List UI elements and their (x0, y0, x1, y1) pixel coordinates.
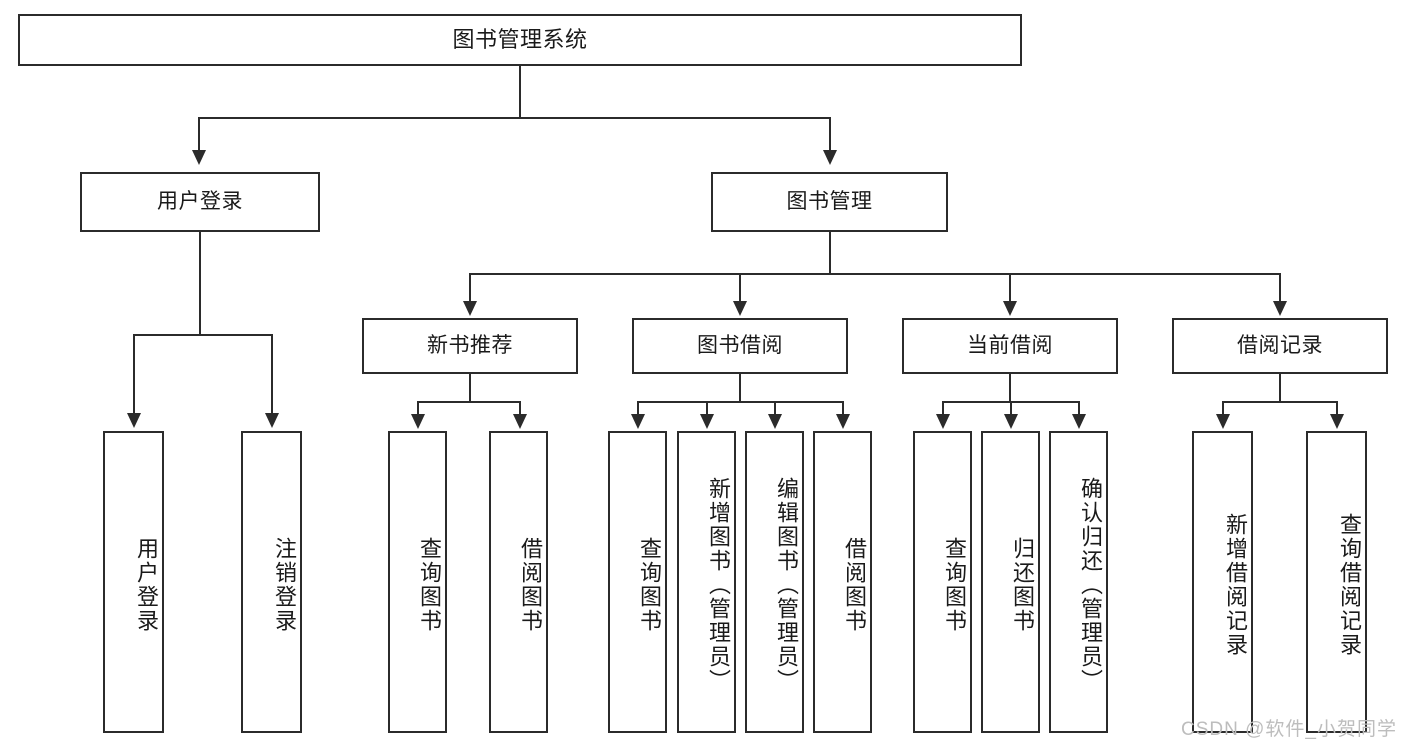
connector-bb-to-leaf-3 (774, 401, 776, 417)
arrowhead-bb-to-leaf-3 (768, 414, 782, 429)
connector-cb-stem (1009, 374, 1011, 402)
arrowhead-cb-to-leaf-1 (936, 414, 950, 429)
connector-bm-to-new-book-recommend (469, 273, 471, 303)
connector-cb-to-leaf-1 (942, 401, 944, 417)
arrowhead-bm-to-new-book-recommend (463, 301, 477, 316)
node-label: 归还图书 (1010, 537, 1035, 633)
node-book-borrow[interactable]: 图书借阅 (632, 318, 848, 374)
arrowhead-bm-to-book-borrow (733, 301, 747, 316)
connector-nbr-to-leaf-2 (519, 401, 521, 417)
connector-root-to-book-management (829, 117, 831, 153)
node-leaf-user-login[interactable]: 用户登录 (103, 431, 164, 733)
connector-cb-to-leaf-2 (1010, 401, 1012, 417)
connector-book-management-bus (469, 273, 1280, 275)
connector-br-to-leaf-1 (1222, 401, 1224, 417)
connector-br-stem (1279, 374, 1281, 402)
node-leaf-query-book-3[interactable]: 查询图书 (913, 431, 972, 733)
arrowhead-bb-to-leaf-4 (836, 414, 850, 429)
node-leaf-borrow-book-2[interactable]: 借阅图书 (813, 431, 872, 733)
node-label: 编辑图书（管理员） (774, 477, 799, 693)
node-borrow-record[interactable]: 借阅记录 (1172, 318, 1388, 374)
node-root-book-management-system[interactable]: 图书管理系统 (18, 14, 1022, 66)
node-leaf-query-book-1[interactable]: 查询图书 (388, 431, 447, 733)
arrowhead-br-to-leaf-2 (1330, 414, 1344, 429)
node-current-borrow[interactable]: 当前借阅 (902, 318, 1118, 374)
node-leaf-add-book[interactable]: 新增图书（管理员） (677, 431, 736, 733)
node-leaf-query-record[interactable]: 查询借阅记录 (1306, 431, 1367, 733)
arrowhead-bb-to-leaf-1 (631, 414, 645, 429)
node-label: 图书管理系统 (452, 26, 588, 52)
connector-bb-to-leaf-2 (706, 401, 708, 417)
node-label: 查询图书 (637, 537, 662, 633)
arrowhead-nbr-to-leaf-1 (411, 414, 425, 429)
arrowhead-user-login-to-leaf-2 (265, 413, 279, 428)
node-label: 借阅图书 (518, 537, 543, 633)
arrowhead-user-login-to-leaf-1 (127, 413, 141, 428)
node-book-management[interactable]: 图书管理 (711, 172, 948, 232)
node-label: 新增图书（管理员） (706, 477, 731, 693)
arrowhead-cb-to-leaf-3 (1072, 414, 1086, 429)
node-new-book-recommend[interactable]: 新书推荐 (362, 318, 578, 374)
connector-cb-to-leaf-3 (1078, 401, 1080, 417)
node-label: 查询图书 (942, 537, 967, 633)
node-label: 图书借阅 (697, 334, 783, 358)
connector-root-bus (198, 117, 831, 119)
arrowhead-nbr-to-leaf-2 (513, 414, 527, 429)
connector-root-to-user-login (198, 117, 200, 153)
connector-root-stem (519, 66, 521, 118)
node-label: 注销登录 (272, 537, 297, 633)
node-label: 新增借阅记录 (1223, 513, 1248, 657)
node-leaf-confirm-return[interactable]: 确认归还（管理员） (1049, 431, 1108, 733)
node-label: 确认归还（管理员） (1078, 477, 1103, 693)
connector-bb-to-leaf-4 (842, 401, 844, 417)
arrowhead-br-to-leaf-1 (1216, 414, 1230, 429)
arrowhead-bb-to-leaf-2 (700, 414, 714, 429)
node-leaf-borrow-book-1[interactable]: 借阅图书 (489, 431, 548, 733)
connector-book-management-stem (829, 232, 831, 274)
node-label: 借阅记录 (1237, 334, 1323, 358)
connector-bm-to-borrow-record (1279, 273, 1281, 303)
connector-bm-to-book-borrow (739, 273, 741, 303)
connector-user-login-bus (133, 334, 272, 336)
node-label: 用户登录 (157, 190, 243, 214)
node-user-login[interactable]: 用户登录 (80, 172, 320, 232)
arrowhead-bm-to-borrow-record (1273, 301, 1287, 316)
node-label: 当前借阅 (967, 334, 1053, 358)
connector-user-login-stem (199, 232, 201, 335)
connector-bb-bus (637, 401, 844, 403)
connector-br-to-leaf-2 (1336, 401, 1338, 417)
arrowhead-cb-to-leaf-2 (1004, 414, 1018, 429)
node-label: 用户登录 (134, 537, 159, 633)
arrowhead-root-to-user-login (192, 150, 206, 165)
connector-user-login-to-leaf-2 (271, 334, 273, 416)
node-label: 查询借阅记录 (1337, 513, 1362, 657)
arrowhead-root-to-book-management (823, 150, 837, 165)
node-label: 图书管理 (786, 190, 873, 214)
connector-user-login-to-leaf-1 (133, 334, 135, 416)
connector-bm-to-current-borrow (1009, 273, 1011, 303)
node-label: 查询图书 (417, 537, 442, 633)
node-leaf-return-book[interactable]: 归还图书 (981, 431, 1040, 733)
connector-nbr-to-leaf-1 (417, 401, 419, 417)
node-leaf-edit-book[interactable]: 编辑图书（管理员） (745, 431, 804, 733)
node-leaf-add-record[interactable]: 新增借阅记录 (1192, 431, 1253, 733)
node-label: 借阅图书 (842, 537, 867, 633)
node-leaf-query-book-2[interactable]: 查询图书 (608, 431, 667, 733)
connector-nbr-bus (417, 401, 521, 403)
connector-br-bus (1222, 401, 1338, 403)
connector-nbr-stem (469, 374, 471, 402)
node-label: 新书推荐 (427, 334, 513, 358)
node-leaf-logout[interactable]: 注销登录 (241, 431, 302, 733)
connector-bb-to-leaf-1 (637, 401, 639, 417)
arrowhead-bm-to-current-borrow (1003, 301, 1017, 316)
connector-bb-stem (739, 374, 741, 402)
